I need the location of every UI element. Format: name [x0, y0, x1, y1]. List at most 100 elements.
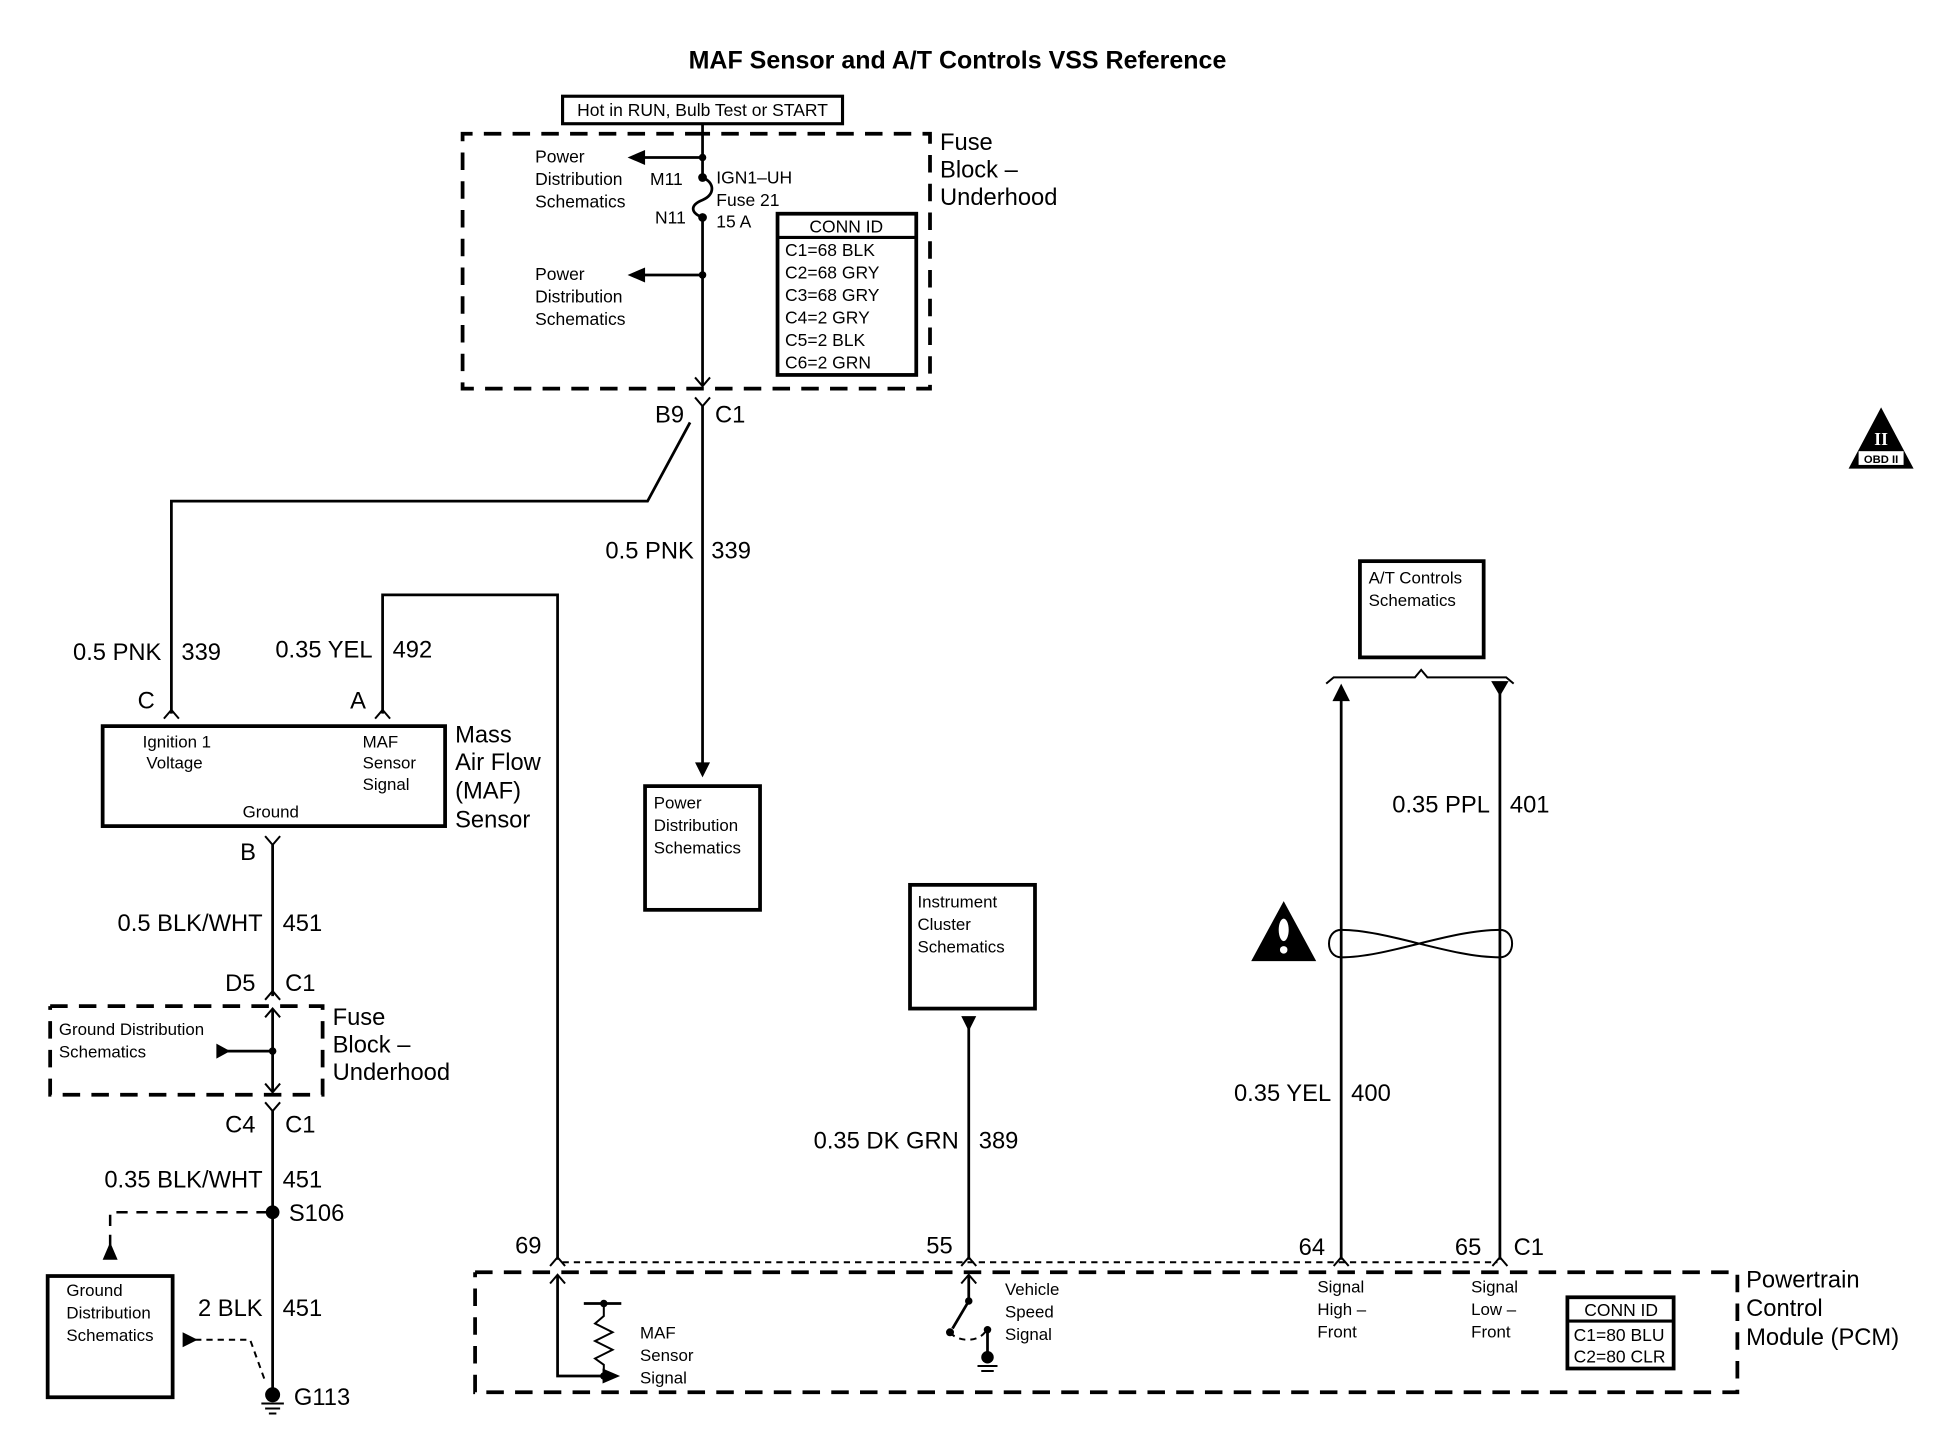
- ground-distribution-link-1[interactable]: Ground Distribution Schematics: [59, 1020, 204, 1061]
- svg-text:0.5 PNK: 0.5 PNK: [605, 539, 694, 565]
- arrow-down-icon: [961, 1016, 977, 1032]
- switch-icon: [951, 1300, 970, 1330]
- pin-n11: N11: [655, 208, 686, 228]
- svg-text:Schematics[interactable]: Schematics: [535, 309, 626, 329]
- svg-text:Sensor: Sensor: [640, 1346, 694, 1365]
- conn-c1-c4: C1: [285, 1112, 315, 1138]
- obd-ii-badge-icon: II OBD II: [1848, 407, 1914, 469]
- svg-text:A/T Controls[interactable]: A/T Controls: [1369, 569, 1462, 588]
- at-controls-link[interactable]: A/T Controls Schematics: [1358, 559, 1486, 660]
- svg-text:Underhood: Underhood: [940, 185, 1057, 211]
- diagram-title: MAF Sensor and A/T Controls VSS Referenc…: [689, 47, 1227, 75]
- arrow-up-icon: [102, 1242, 118, 1260]
- signal-low-front: Signal Low – Front: [1471, 1277, 1518, 1341]
- svg-text:C6=2 GRN: C6=2 GRN: [785, 353, 871, 373]
- svg-text:Distribution[interactable]: Distribution: [535, 169, 622, 189]
- svg-text:15 A: 15 A: [716, 211, 751, 231]
- svg-text:Power[interactable]: Power: [535, 146, 585, 166]
- svg-text:Distribution[interactable]: Distribution: [654, 816, 738, 835]
- svg-text:Schematics[interactable]: Schematics: [535, 191, 626, 211]
- svg-text:IGN1–UH: IGN1–UH: [716, 168, 792, 188]
- svg-text:S106: S106: [289, 1201, 344, 1227]
- svg-text:Control: Control: [1746, 1296, 1823, 1322]
- maf-resistor-circuit: MAF Sensor Signal: [549, 1273, 694, 1388]
- svg-text:Cluster[interactable]: Cluster: [918, 915, 972, 934]
- svg-text:Schematics[interactable]: Schematics: [66, 1326, 153, 1345]
- pin-55: 55: [926, 1234, 952, 1260]
- power-distribution-link-1[interactable]: Power Distribution Schematics: [535, 146, 626, 211]
- svg-text:Ignition 1: Ignition 1: [143, 732, 211, 751]
- svg-text:Schematics[interactable]: Schematics: [1369, 591, 1456, 610]
- pin-d5: D5: [225, 971, 255, 997]
- pin-a: A: [350, 689, 366, 715]
- pin-b: B: [240, 840, 256, 866]
- svg-text:G113: G113: [294, 1385, 350, 1411]
- svg-text:339: 339: [711, 539, 751, 565]
- ground-distribution-link-2[interactable]: Ground Distribution Schematics: [45, 1274, 175, 1400]
- svg-text:CONN ID: CONN ID: [1584, 1300, 1658, 1320]
- svg-text:389: 389: [979, 1129, 1019, 1155]
- svg-text:Signal: Signal: [1471, 1277, 1518, 1296]
- svg-text:Speed: Speed: [1005, 1302, 1054, 1321]
- power-distribution-link-2[interactable]: Power Distribution Schematics: [535, 264, 626, 329]
- svg-text:0.35 DK GRN: 0.35 DK GRN: [814, 1129, 959, 1155]
- svg-text:Signal: Signal: [363, 775, 410, 794]
- ground-icon: [981, 1351, 994, 1364]
- svg-text:Vehicle: Vehicle: [1005, 1280, 1059, 1299]
- conn-id-table-fuse-block: CONN ID C1=68 BLK C2=68 GRY C3=68 GRY C4…: [775, 211, 919, 377]
- svg-text:Ground Distribution[interactable]: Ground Distribution: [59, 1020, 204, 1039]
- svg-text:Power[interactable]: Power: [654, 794, 702, 813]
- svg-text:Hot in RUN, Bulb Test or START: Hot in RUN, Bulb Test or START: [577, 100, 828, 120]
- svg-text:Signal: Signal: [640, 1369, 687, 1388]
- svg-text:Block –: Block –: [333, 1032, 412, 1058]
- svg-text:II: II: [1874, 429, 1888, 449]
- svg-text:400: 400: [1351, 1081, 1391, 1107]
- svg-text:Schematics[interactable]: Schematics: [918, 937, 1005, 956]
- pin-c4: C4: [225, 1112, 255, 1138]
- instrument-cluster-link[interactable]: Instrument Cluster Schematics: [908, 882, 1037, 1011]
- svg-text:Schematics[interactable]: Schematics: [654, 839, 741, 858]
- power-distribution-link-3[interactable]: Power Distribution Schematics: [643, 784, 762, 912]
- arrow-right-icon: [216, 1043, 231, 1059]
- signal-high-front: Signal High – Front: [1317, 1277, 1366, 1341]
- svg-text:Sensor: Sensor: [363, 754, 417, 773]
- svg-text:Front: Front: [1471, 1322, 1511, 1341]
- svg-text:MAF: MAF: [363, 732, 399, 751]
- svg-text:Air Flow: Air Flow: [455, 750, 542, 776]
- arrow-left-icon: [627, 149, 646, 165]
- svg-text:451: 451: [283, 911, 323, 937]
- pin-65: 65: [1455, 1235, 1481, 1261]
- svg-text:C2=80 CLR: C2=80 CLR: [1574, 1346, 1666, 1366]
- svg-text:Instrument[interactable]: Instrument: [918, 892, 998, 911]
- arrow-right-icon: [182, 1332, 198, 1348]
- arrow-left-icon: [627, 267, 646, 283]
- pin-m11: M11: [650, 169, 683, 189]
- svg-text:Underhood: Underhood: [333, 1060, 450, 1086]
- svg-text:Sensor: Sensor: [455, 807, 530, 833]
- pcm-pins: 69 55 64 65 C1: [515, 1234, 1544, 1267]
- pin-b9: B9: [655, 402, 684, 428]
- svg-text:Powertrain: Powertrain: [1746, 1267, 1859, 1293]
- brace-icon: [1325, 668, 1515, 685]
- arrow-down-icon: [695, 762, 711, 778]
- svg-text:Distribution[interactable]: Distribution: [535, 286, 622, 306]
- svg-text:(MAF): (MAF): [455, 779, 521, 805]
- svg-text:451: 451: [283, 1167, 323, 1193]
- twisted-pair-icon: [1328, 928, 1514, 959]
- svg-text:0.5 PNK: 0.5 PNK: [73, 640, 162, 666]
- conn-c1-d5: C1: [285, 971, 315, 997]
- conn-c1: C1: [715, 402, 745, 428]
- svg-text:C1=68 BLK: C1=68 BLK: [785, 240, 875, 260]
- svg-text:High –: High –: [1317, 1300, 1366, 1319]
- svg-text:Distribution[interactable]: Distribution: [66, 1304, 150, 1323]
- svg-text:Power[interactable]: Power: [535, 264, 585, 284]
- svg-text:0.35 BLK/WHT: 0.35 BLK/WHT: [104, 1167, 262, 1193]
- svg-text:0.35 PPL: 0.35 PPL: [1392, 792, 1490, 818]
- svg-text:C5=2 BLK: C5=2 BLK: [785, 330, 866, 350]
- svg-text:Signal: Signal: [1005, 1325, 1052, 1344]
- maf-sensor: C A Ignition 1 Voltage MAF Sensor Signal…: [100, 689, 542, 866]
- caution-icon: [1251, 901, 1317, 962]
- svg-text:Ground[interactable]: Ground: [66, 1281, 122, 1300]
- svg-text:Schematics[interactable]: Schematics: [59, 1042, 146, 1061]
